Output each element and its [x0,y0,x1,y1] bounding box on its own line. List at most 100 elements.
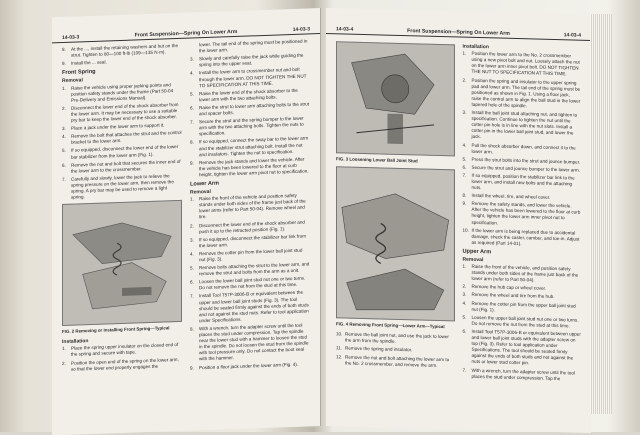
step-text: Remove the cotter pin from the lower bal… [199,247,303,263]
step-text: Remove the bolt that attaches the strut … [71,130,182,146]
step-number: 5. [190,265,194,271]
step-number: 9. [462,200,467,206]
step-text: Position the open end of the spring on t… [71,356,179,372]
step-number: 8. [190,139,194,145]
step-number: 1. [462,263,467,269]
step-text: Loosen the upper ball joint stud nut one… [471,314,579,329]
step-number: 3. [62,126,66,132]
step-text: Remove the jack stands and lower the veh… [199,156,309,178]
step-number [190,42,196,54]
step-number: 6. [462,164,467,170]
procedure-step: 5.Loosen the upper ball joint stud nut o… [463,314,582,329]
step-text: Remove the cotter pin from the upper bal… [471,300,576,313]
step-text: lower. The tail end of the spring must b… [199,38,308,54]
left-page-column-1: 8.At the ..., install the retaining wash… [62,43,182,378]
step-number: 6. [462,328,467,334]
procedure-step: 9. Remove the jack stands and lower the v… [190,156,310,178]
step-number: 4. [62,134,66,140]
step-number: 8. [462,192,467,198]
step-text: Position the lower arm to the No. 2 cros… [471,50,580,77]
step-number: 2. [462,77,467,83]
step-number: 5. [62,148,66,154]
procedure-step: 8.With a wrench, turn the adapter screw … [190,322,310,363]
step-text: If so equipped, disconnect the lower end… [71,144,179,160]
step-number: 3. [462,292,467,298]
right-page-column-2: Installation 1.Position the lower arm to… [463,42,582,385]
figure-spring-removal [62,200,182,327]
step-text: Raise the vehicle using proper jacking p… [71,81,174,103]
step-number: 9. [190,364,194,371]
step-text: Slowly and carefully raise the jack whil… [199,52,304,68]
procedure-step: 8. If so equipped, connect the sway bar t… [190,136,310,158]
page-number-right: 14-03-3 [292,26,310,33]
step-text: Remove bolts attaching the strut to the … [199,261,310,277]
step-number: 12. [336,353,343,359]
procedure-step: 7.Install Tool T57P-3006-B or equivalent… [190,290,310,325]
procedure-step: 1.Raise the vehicle using proper jacking… [62,81,182,103]
page-edges [590,14,612,414]
step-text: Place the spring upper insulator on the … [71,342,179,358]
procedure-step: 7. Secure the strut and the spring bumper… [190,116,310,138]
figure-ball-joint [336,41,455,157]
procedure-step: 3. Install the ball joint stud attaching … [463,110,582,144]
page-number: 14-03-4 [336,26,354,33]
procedure-step: 9.Remove the safety stands, and lower th… [463,201,582,228]
step-text: Remove the nut and bolt attaching the lo… [345,354,450,368]
procedure-step: 2.Disconnect the lower end of the shock … [62,102,182,124]
step-number: 7. [462,367,467,373]
step-number: 7. [462,172,467,178]
running-title: Front Suspension—Spring On Lower Arm [407,28,510,37]
step-text: Remove the hub cap or wheel cover. [471,284,547,292]
step-number: 9. [190,160,194,166]
step-number: 8. [190,326,194,332]
right-page-column-1: FIG. 3 Loosening Lower Ball Joint Stud F… [336,38,455,381]
step-number: 2. [190,222,194,229]
step-number: 1. [62,346,66,352]
step-number: 4. [190,70,194,77]
step-number: 7. [190,293,194,300]
step-number: 10. [336,331,343,337]
right-page: 14-03-4 Front Suspension—Spring On Lower… [326,8,591,433]
step-number: 4. [462,142,467,148]
step-number: 6. [62,162,66,168]
figure-caption: FIG. 4 Removing Front Spring—Lower Arm—T… [336,321,445,330]
step-text: Loosen the lower ball joint stud nut one… [199,275,306,291]
step-text: Remove the ball joint nut, and use the j… [345,331,449,345]
figure-lower-arm [336,166,455,322]
step-number: 1. [190,196,194,202]
step-text: Raise the front of the vehicle and posit… [199,193,306,220]
step-text: Position the spring and insulator to the… [471,77,581,109]
step-number: 10. [462,227,469,233]
step-number: 3. [462,109,467,115]
procedure-step: 7.With a wrench, turn the adapter screw … [463,367,582,382]
step-text: Remove the nut and bolt that secures the… [71,158,181,174]
step-text: If so equipped, connect the sway bar to … [199,135,309,157]
step-number: 8. [62,47,66,53]
step-number: 4. [190,251,194,257]
procedure-step: 7.If so equipped, position the stabilize… [463,172,582,193]
step-number: 11. [336,345,343,351]
step-text: Secure the strut and the spring bumper t… [199,115,304,137]
procedure-step: 12.Remove the nut and bolt attaching the… [336,354,455,369]
step-number: 6. [190,105,194,111]
step-number: 5. [462,156,467,162]
step-number: 7. [190,119,194,125]
step-text: If the lower arm is being replaced due t… [471,227,580,246]
step-text: Position a floor jack under the lower ar… [199,361,299,370]
step-text: Remove the wheel and tire from the hub. [471,292,555,300]
step-text: Install the ball joint stud attaching nu… [471,109,578,140]
procedure-step: 10.If the lower arm is being replaced du… [463,227,582,248]
step-text: Install the wheel, tire, and wheel cover… [471,192,551,201]
step-text: Carefully and slowly, lower the jack to … [71,173,174,200]
step-text: Install Tool T57P-3006-B or equivalent b… [471,328,581,366]
procedure-step: 1. Raise the front of the vehicle, and po… [463,264,582,285]
procedure-step: 2. Position the spring and insulator to t… [463,77,582,111]
step-text: Raise the front of the vehicle, and posi… [471,263,579,283]
figure-caption: FIG. 2 Removing or Installing Front Spri… [62,325,170,335]
step-number: 2. [62,105,66,111]
step-number: 3. [190,237,194,243]
step-number: 1. [462,50,467,56]
page-number-right: 14-03-4 [563,32,581,39]
left-page-column-2: lower. The tail end of the spring must b… [190,38,310,373]
